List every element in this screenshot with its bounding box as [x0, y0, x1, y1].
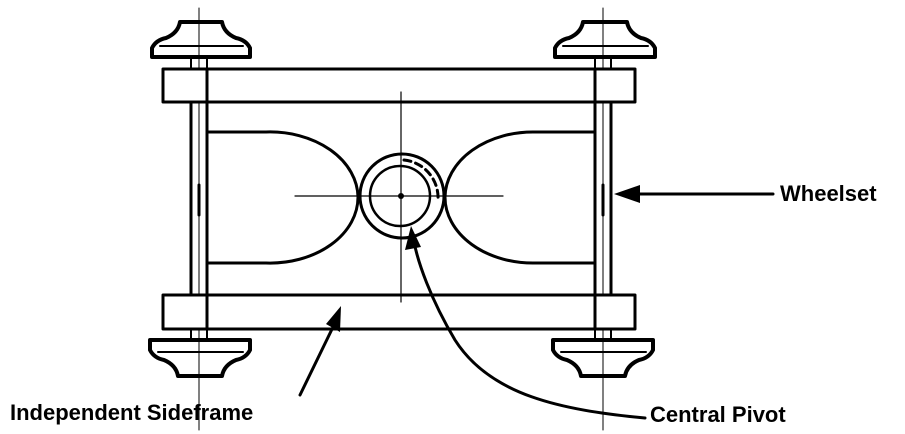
- wheelset-leader: [614, 185, 775, 203]
- right-top-wheel: [553, 20, 657, 59]
- pivot-inner-ring: [368, 164, 432, 228]
- central-pivot-label: Central Pivot: [650, 402, 786, 427]
- wheelset-label: Wheelset: [780, 181, 877, 206]
- sideframe-leader: [298, 306, 341, 397]
- independent-sideframe-label: Independent Sideframe: [10, 400, 254, 425]
- bottom-sideframe: [161, 293, 637, 331]
- right-bottom-wheel: [551, 338, 655, 378]
- right-wheelset: [551, 20, 657, 378]
- left-top-wheel: [150, 20, 252, 59]
- top-sideframe: [161, 67, 637, 104]
- pivot-dashed-arc: [402, 158, 440, 202]
- pivot-leader: [405, 226, 647, 420]
- left-bottom-wheel: [148, 338, 252, 378]
- pivot-outer-ring: [358, 152, 446, 240]
- central-pivot: [294, 91, 504, 303]
